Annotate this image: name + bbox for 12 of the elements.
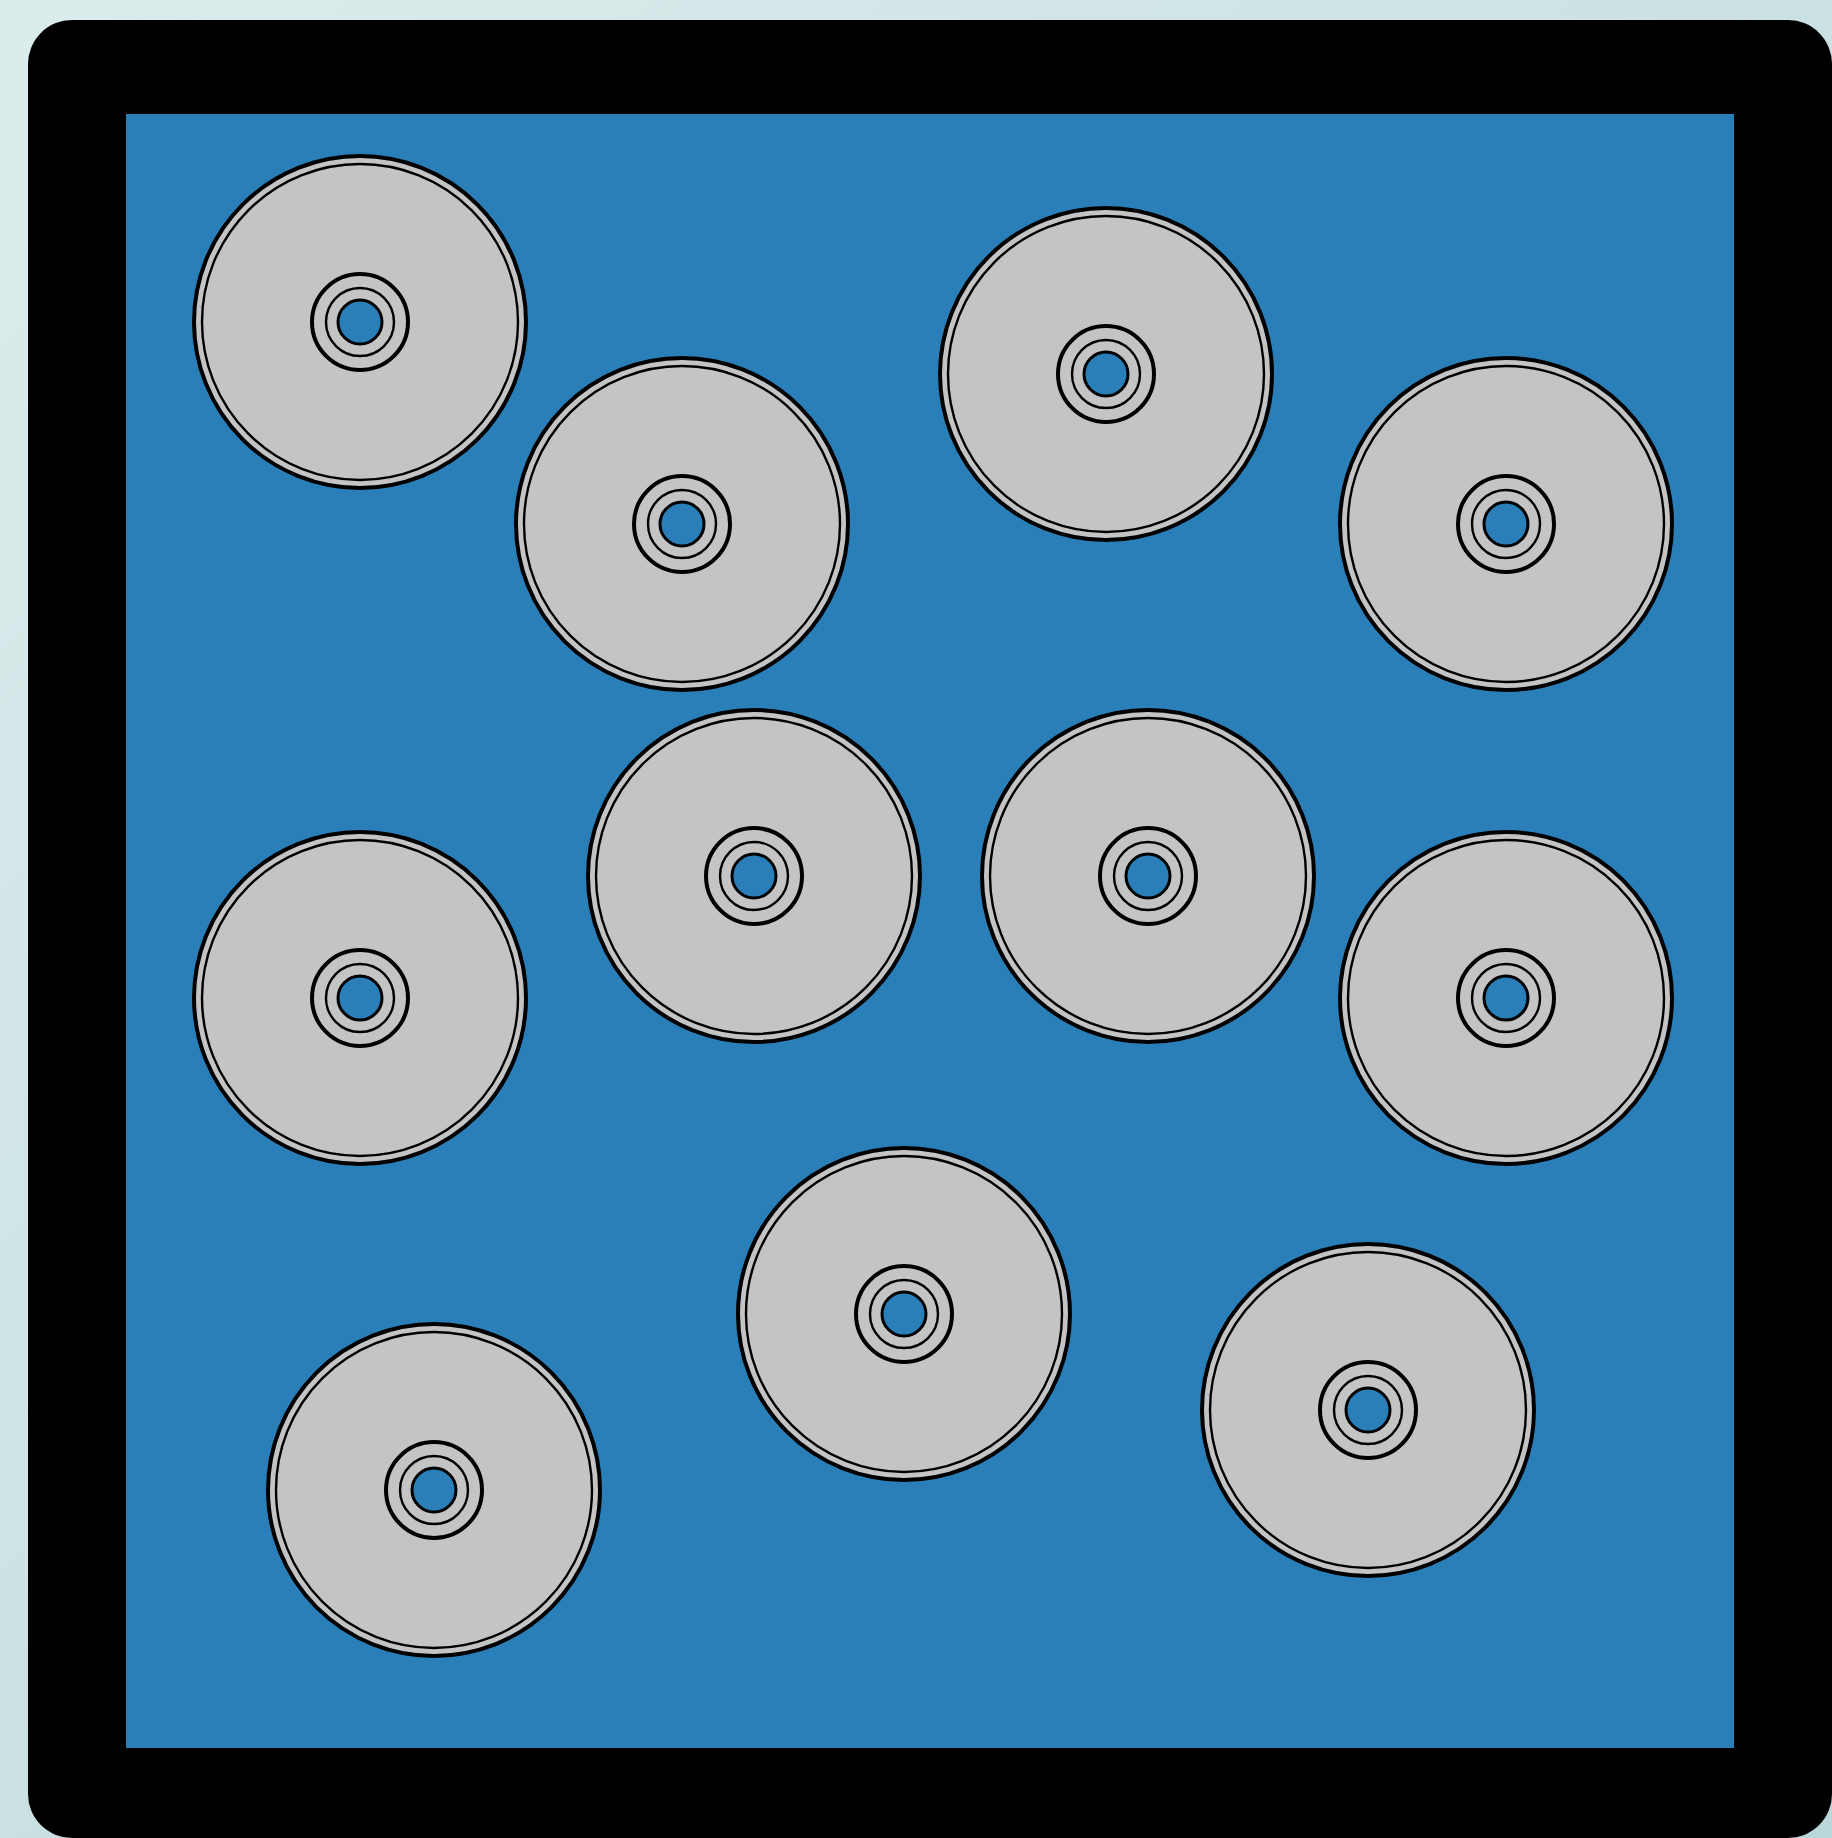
disc-icon [936,204,1276,544]
tray-box [28,20,1832,1838]
disc-icon [264,1320,604,1660]
disc-icon [190,152,530,492]
disc-icon [734,1144,1074,1484]
disc-icon [1336,828,1676,1168]
disc-icon [190,828,530,1168]
disc-icon [1198,1240,1538,1580]
disc-icon [584,706,924,1046]
disc-icon [512,354,852,694]
disc-icon [1336,354,1676,694]
disc-icon [978,706,1318,1046]
